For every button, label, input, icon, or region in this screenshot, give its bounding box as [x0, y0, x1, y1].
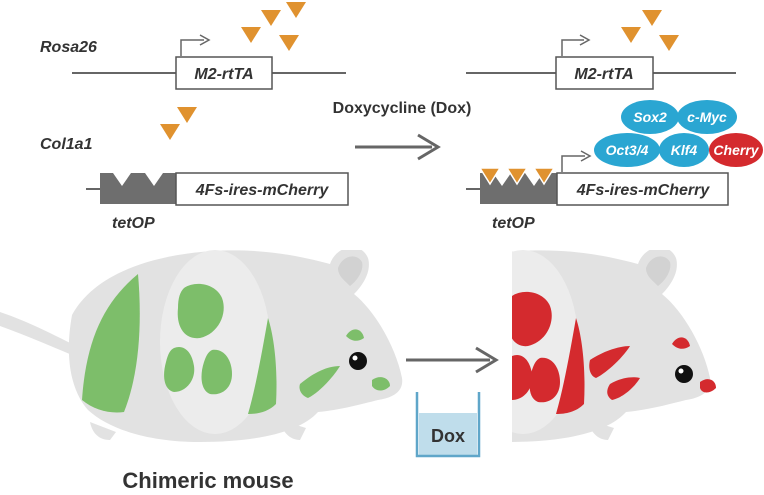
green-cells [372, 377, 390, 391]
cassette-label-right: 4Fs-ires-mCherry [576, 182, 711, 199]
dox-treatment-label: Doxycycline (Dox) [333, 100, 472, 117]
dox-arrow-head [475, 346, 499, 374]
reprogramming-factors: Sox2 c-Myc Oct3/4 Klf4 Cherry [594, 100, 763, 167]
dox-triangle [279, 35, 299, 51]
m2rtta-box-right [555, 56, 654, 90]
green-cells [346, 329, 364, 341]
green-cells [299, 366, 340, 398]
dox-triangle-bound [505, 167, 529, 186]
factor-label-klf4: Klf4 [671, 142, 698, 158]
promoter-arrow-rosa-left [180, 39, 204, 56]
factor-label-cmyc: c-Myc [687, 109, 727, 125]
dox-triangle [177, 107, 197, 123]
chimeric-mouse-caption: Chimeric mouse [122, 468, 293, 493]
mouse-eye [675, 365, 693, 383]
m2rtta-label-left: M2-rtTA [194, 66, 253, 83]
red-cells [700, 379, 716, 393]
factor-pill-oct34 [594, 133, 660, 167]
chimeric-mouse-left [0, 250, 403, 442]
factor-pill-sox2 [621, 100, 679, 134]
chimeric-mouse-right [512, 250, 716, 442]
m2rtta-box-left [175, 56, 273, 90]
green-lung [201, 349, 232, 395]
beaker-liquid [419, 413, 477, 455]
cassette-box-right [556, 172, 729, 206]
red-cells [607, 377, 640, 400]
tetop-label-right: tetOP [492, 215, 535, 232]
factor-label-oct34: Oct3/4 [606, 142, 649, 158]
treatment-arrow-head [417, 133, 441, 161]
factor-pill-klf4 [659, 133, 709, 167]
mouse-eye-glint [352, 355, 358, 361]
green-cells [248, 318, 277, 414]
mouse-ear-inner [338, 256, 363, 286]
mouse-eye-glint [678, 368, 684, 374]
dox-triangle [286, 2, 306, 18]
m2rtta-label-right: M2-rtTA [574, 66, 633, 83]
factor-pill-cherry [709, 133, 763, 167]
tetop-block-left [100, 173, 176, 204]
dox-triangle [160, 124, 180, 140]
red-cells [672, 337, 690, 349]
dox-triangle [659, 35, 679, 51]
promoter-arrow-rosa-right [561, 39, 584, 56]
dox-triangle [261, 10, 281, 26]
dox-triangle [642, 10, 662, 26]
mouse-paw [280, 420, 306, 440]
dox-triangle-bound [532, 167, 556, 186]
promoter-arrowhead-rosa-right [579, 34, 591, 46]
red-cells [556, 318, 585, 414]
mouse-tail [0, 312, 88, 360]
dox-molecules-free-right [621, 10, 679, 51]
promoter-arrowhead-rosa-left [199, 34, 211, 46]
dox-triangle [621, 27, 641, 43]
mouse-ear-inner [646, 256, 671, 286]
factor-pill-cmyc [677, 100, 737, 134]
factor-label-sox2: Sox2 [633, 109, 667, 125]
promoter-arrow-col-right [561, 155, 585, 172]
rosa26-label: Rosa26 [40, 39, 97, 56]
mouse-paw [588, 420, 614, 440]
red-lung [512, 354, 533, 400]
tetop-label-left: tetOP [112, 215, 155, 232]
mouse-eye [349, 352, 367, 370]
green-cells [82, 274, 140, 413]
dox-beaker-label: Dox [431, 426, 465, 446]
red-heart [512, 291, 552, 347]
col1a1-label: Col1a1 [40, 136, 93, 153]
green-lung [164, 346, 195, 392]
red-lung [529, 357, 560, 403]
dox-triangle [241, 27, 261, 43]
dox-triangle-bound [478, 167, 502, 186]
mouse-paw [90, 422, 116, 440]
cassette-label-left: 4Fs-ires-mCherry [195, 182, 330, 199]
dox-molecules-free-rosa [241, 2, 306, 51]
cassette-box-left [175, 172, 349, 206]
dox-molecules-free-col1a1 [160, 107, 197, 140]
red-cells [589, 346, 630, 378]
dox-bound-tetop [478, 167, 556, 186]
tetop-block-right [480, 173, 557, 204]
promoter-arrowhead-col-right [580, 150, 592, 162]
beaker-outline [415, 392, 481, 458]
green-heart [177, 283, 224, 339]
factor-label-cherry: Cherry [713, 142, 759, 158]
